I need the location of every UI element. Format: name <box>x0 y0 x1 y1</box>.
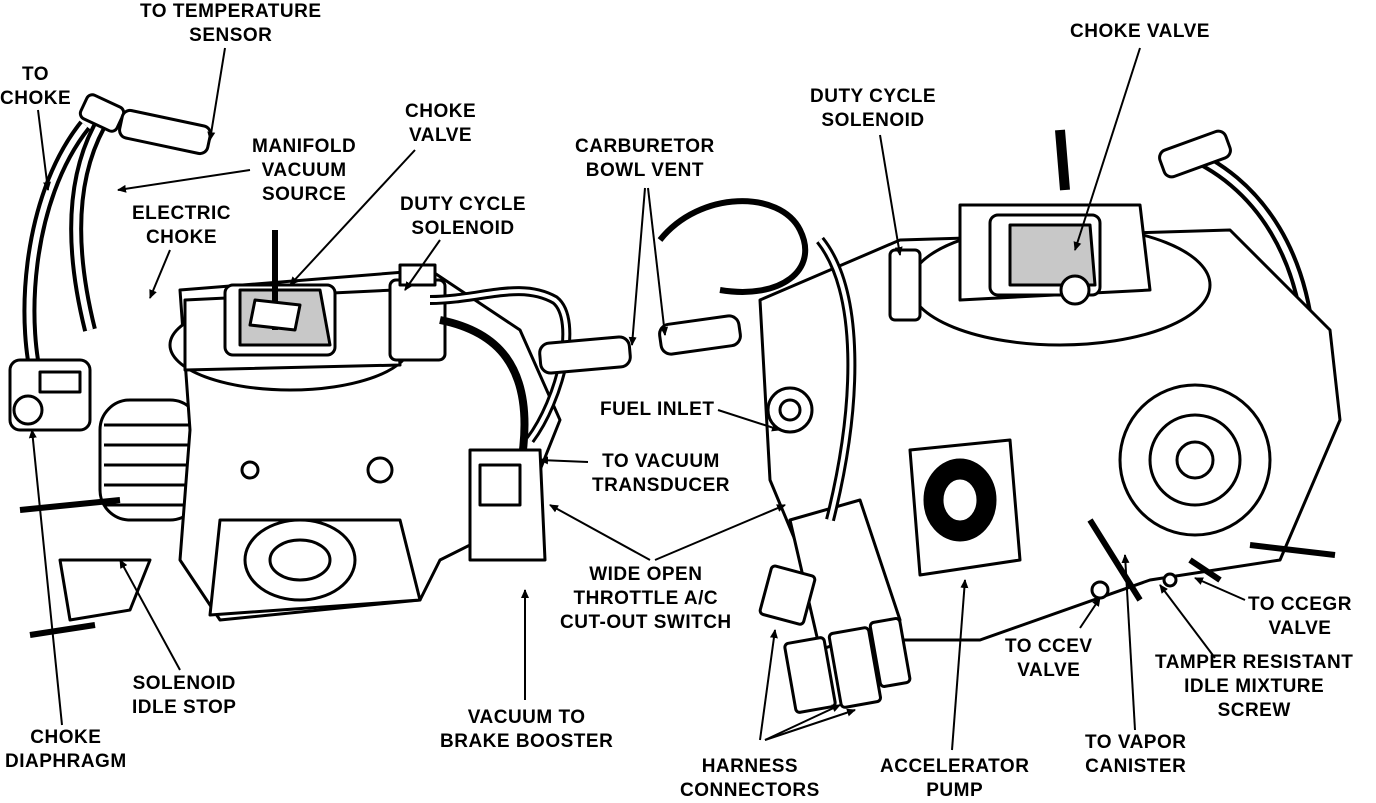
label-to-ccev-valve: TO CCEV VALVE <box>1005 636 1093 681</box>
leader-bowl-vent-b <box>647 187 669 336</box>
label-wide-open-throttle: WIDE OPEN THROTTLE A/C CUT-OUT SWITCH <box>560 564 732 633</box>
leader-vapor <box>1121 554 1136 731</box>
leader-vacuum-transducer <box>539 456 589 465</box>
leader-wot-b <box>654 504 786 561</box>
label-accelerator-pump: ACCELERATOR PUMP <box>880 756 1030 801</box>
label-choke-valve-left: CHOKE VALVE <box>405 101 477 146</box>
leader-duty-cycle-right <box>879 134 903 256</box>
leader-to-choke <box>37 109 51 191</box>
label-to-ccegr-valve: TO CCEGR VALVE <box>1248 594 1352 639</box>
leader-solenoid-idle <box>119 559 181 671</box>
label-choke-valve-right: CHOKE VALVE <box>1070 21 1210 42</box>
leader-ccegr <box>1194 577 1246 601</box>
leader-lines <box>28 47 1246 751</box>
leader-wot-a <box>549 504 651 561</box>
leader-tamper <box>1159 584 1216 659</box>
label-carburetor-bowl-vent: CARBURETOR BOWL VENT <box>575 136 715 181</box>
leader-manifold-vacuum <box>117 169 251 193</box>
leader-harness-a <box>759 629 778 741</box>
leader-choke-valve-right <box>1073 47 1141 251</box>
leader-harness-b <box>764 704 841 741</box>
leader-accel-pump <box>951 579 969 751</box>
label-tamper-resistant-screw: TAMPER RESISTANT IDLE MIXTURE SCREW <box>1155 652 1354 721</box>
leader-choke-diaphragm <box>28 429 63 726</box>
leader-temperature-sensor <box>207 47 226 141</box>
leader-choke-valve-left <box>289 149 416 286</box>
label-electric-choke: ELECTRIC CHOKE <box>132 203 231 248</box>
leader-duty-cycle-left <box>404 239 441 291</box>
leader-bowl-vent-a <box>628 187 646 346</box>
label-to-vapor-canister: TO VAPOR CANISTER <box>1085 732 1187 777</box>
carburetor-right-view <box>657 129 1342 714</box>
label-to-temperature-sensor: TO TEMPERATURE SENSOR <box>140 1 322 46</box>
label-to-choke: TO CHOKE <box>0 64 72 109</box>
leader-fuel-inlet <box>717 409 781 432</box>
carburetor-left-view <box>8 93 632 638</box>
label-vacuum-to-brake-booster: VACUUM TO BRAKE BOOSTER <box>440 707 614 752</box>
label-manifold-vacuum-source: MANIFOLD VACUUM SOURCE <box>252 136 357 205</box>
label-harness-connectors: HARNESS CONNECTORS <box>680 756 820 801</box>
label-to-vacuum-transducer: TO VACUUM TRANSDUCER <box>592 451 730 496</box>
label-duty-cycle-solenoid-left: DUTY CYCLE SOLENOID <box>400 194 527 239</box>
label-fuel-inlet: FUEL INLET <box>600 399 715 420</box>
leader-ccev <box>1079 597 1101 629</box>
label-solenoid-idle-stop: SOLENOID IDLE STOP <box>132 673 237 718</box>
leader-electric-choke <box>149 249 171 299</box>
label-duty-cycle-solenoid-right: DUTY CYCLE SOLENOID <box>810 86 937 131</box>
leader-harness-c <box>764 708 856 741</box>
label-choke-diaphragm: CHOKE DIAPHRAGM <box>5 727 127 772</box>
